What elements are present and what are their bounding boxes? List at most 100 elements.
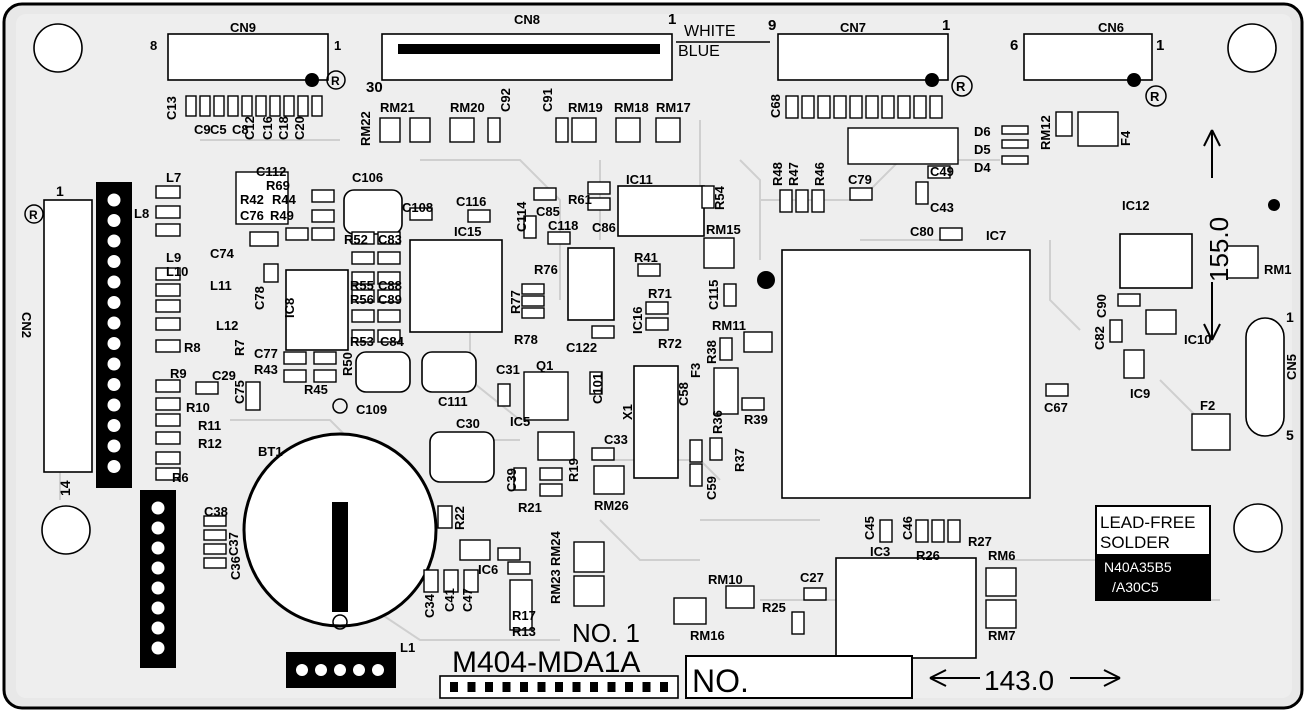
smd-part <box>915 519 929 543</box>
smd-part <box>539 483 563 497</box>
component-label: C33 <box>604 432 628 447</box>
component-label: RM1 <box>1264 262 1291 277</box>
ic12-label: IC12 <box>1122 198 1149 213</box>
smd-part <box>811 189 825 213</box>
component-label: C74 <box>210 246 235 261</box>
ic11-label: IC11 <box>626 172 653 187</box>
smd-part <box>849 95 863 119</box>
component-label: RM22 <box>358 111 373 146</box>
smd-part <box>1001 125 1029 135</box>
smd-part <box>377 271 401 285</box>
component-label: R11 <box>198 418 221 433</box>
smd-part <box>155 267 181 281</box>
cn2-pin <box>107 296 121 309</box>
battery-bt1 <box>242 398 438 630</box>
component-label: R41 <box>634 250 658 265</box>
strip-pin <box>520 682 528 692</box>
component-label: R39 <box>744 412 768 427</box>
smd-part <box>743 331 773 353</box>
component-label: C116 <box>456 194 486 209</box>
header-pin <box>151 601 165 615</box>
ic12-package <box>1119 233 1193 289</box>
strip-pin <box>607 682 616 692</box>
component-label: C58 <box>676 382 691 406</box>
ic16-package <box>567 247 615 321</box>
cn5-pin-top: 1 <box>1286 309 1294 325</box>
l1-pin <box>334 664 346 676</box>
smd-part <box>929 95 943 119</box>
component-label: R78 <box>514 332 538 347</box>
smd-part <box>263 263 279 283</box>
smd-part <box>155 397 181 411</box>
smd-part <box>637 263 661 277</box>
cap-c106 <box>343 189 403 235</box>
component-label: R36 <box>710 410 725 434</box>
smd-part <box>155 467 181 481</box>
component-label: C12 <box>242 116 257 140</box>
component-label: R26 <box>916 548 940 563</box>
component-label: C84 <box>380 334 405 349</box>
smd-part <box>523 371 569 421</box>
smd-part <box>155 317 181 331</box>
cn9-label: CN9 <box>230 20 256 35</box>
cn2-pin-column <box>107 193 121 473</box>
smd-part <box>537 431 575 461</box>
smd-part <box>509 579 533 631</box>
ic8-package <box>285 269 349 351</box>
cn2-pin <box>107 439 121 453</box>
strip-pin <box>590 682 598 692</box>
smd-part <box>285 227 309 241</box>
component-label: C80 <box>910 224 934 239</box>
smd-part <box>155 451 181 465</box>
smd-part <box>351 271 375 285</box>
smd-part <box>587 197 611 211</box>
component-label: C37 <box>226 532 241 556</box>
component-label: R50 <box>340 352 355 376</box>
component-label: C106 <box>352 170 383 185</box>
ic8-label: IC8 <box>282 298 297 318</box>
component-label: C112 <box>256 164 286 179</box>
cn7-reg-mark: R <box>956 79 966 94</box>
component-label: L12 <box>216 318 238 333</box>
component-label: R43 <box>254 362 278 377</box>
smd-part <box>241 95 253 117</box>
strip-pin <box>450 682 458 692</box>
mounting-hole-top-left <box>33 23 83 73</box>
strip-pin <box>537 682 546 692</box>
component-label: R19 <box>566 458 581 482</box>
smd-part <box>779 189 793 213</box>
smd-part <box>283 95 295 117</box>
component-label: R9 <box>170 366 187 381</box>
component-label: C59 <box>704 476 719 500</box>
component-label: C78 <box>252 286 267 310</box>
smd-part <box>573 575 605 607</box>
smd-part <box>803 587 827 601</box>
component-label: C27 <box>800 570 824 585</box>
lead-free-box: LEAD-FREE SOLDER N40A35B5 /A30C5 <box>1095 505 1211 601</box>
smd-part <box>913 95 927 119</box>
ic11-package <box>617 185 705 237</box>
component-label: C49 <box>930 164 954 179</box>
connector-cn5: CN5 1 5 <box>1245 309 1299 443</box>
component-label: C46 <box>900 516 915 540</box>
cn2-pin <box>107 398 121 412</box>
header-pin <box>151 541 165 555</box>
smd-part <box>1225 245 1259 279</box>
smd-part <box>701 185 715 209</box>
cn2-pin <box>107 193 121 207</box>
component-label: C45 <box>862 516 877 540</box>
component-label: C77 <box>254 346 278 361</box>
smd-part <box>713 367 739 415</box>
strip-pin <box>555 682 563 692</box>
component-label: C38 <box>204 504 228 519</box>
component-label: R44 <box>272 192 297 207</box>
smd-part <box>1045 383 1069 397</box>
ic7-label: IC7 <box>986 228 1006 243</box>
component-label: C5 <box>210 122 227 137</box>
component-label: R17 <box>512 608 536 623</box>
smd-part <box>467 209 491 223</box>
smd-part <box>785 95 799 119</box>
cap-c30 <box>429 431 495 483</box>
component-label: C91 <box>540 88 555 112</box>
